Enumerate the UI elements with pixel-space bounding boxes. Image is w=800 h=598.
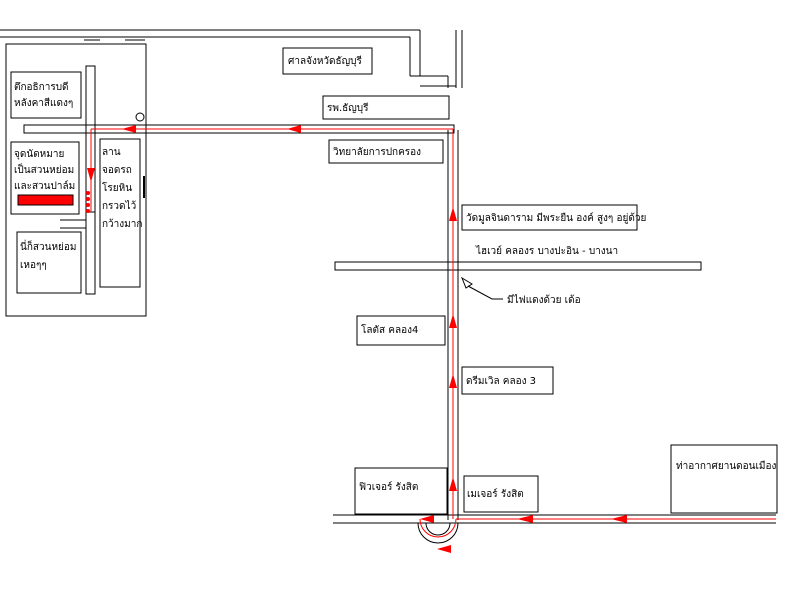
route-arrows xyxy=(87,125,627,553)
admin-building-box xyxy=(10,71,82,119)
meeting-point-label-3: และสวนปาล์ม xyxy=(14,180,75,192)
parking-label-4: กรวดไว้ xyxy=(102,200,136,212)
parking-box xyxy=(99,138,141,288)
garden-box xyxy=(16,231,82,294)
garden-label-1: นี่ก็สวนหย่อม xyxy=(20,239,77,253)
temple-label: วัดมูลจินดาราม มีพระยืน องค์ สูงๆ อยู่ด้… xyxy=(466,212,646,224)
arrow-left-icon xyxy=(517,515,533,523)
arrow-up-icon xyxy=(449,314,457,328)
college-label: วิทยาลัยการปกครอง xyxy=(333,147,422,158)
lotus-box xyxy=(356,315,446,346)
arrow-left-icon xyxy=(420,515,434,523)
parking-label-1: ลาน xyxy=(102,147,121,158)
arrow-left-icon xyxy=(122,125,136,133)
arrow-down-icon xyxy=(87,168,95,182)
lotus-label: โลตัส คลอง4 xyxy=(361,323,418,336)
meeting-point-label-1: จุดนัดหมาย xyxy=(14,149,64,160)
meeting-point-marker xyxy=(17,194,74,206)
campus-road xyxy=(23,65,455,295)
parking-label-5: กว้างมาก xyxy=(102,218,142,230)
college-box xyxy=(328,139,444,164)
route-dots xyxy=(86,191,90,213)
meeting-point-label-2: เป็นสวนหย่อม xyxy=(14,162,74,176)
traffic-light-label: มีไฟแดงด้วย เด้อ xyxy=(507,294,581,306)
hospital-label: รพ.ธัญบุรี xyxy=(327,102,369,114)
temple-box xyxy=(461,204,638,231)
highway-road xyxy=(334,261,702,271)
traffic-light-pointer xyxy=(460,276,503,300)
arrow-up-icon xyxy=(449,207,457,221)
major-label: เมเจอร์ รังสิต xyxy=(467,488,524,500)
arrow-up-icon xyxy=(449,374,457,388)
major-box xyxy=(463,475,539,513)
garden-label-2: เหอๆๆ xyxy=(20,260,47,271)
courthouse-box xyxy=(282,47,373,75)
admin-building-label-1: ตึกอธิการบดี xyxy=(14,81,69,93)
hospital-box xyxy=(322,95,450,120)
future-label: ฟิวเจอร์ รังสิต xyxy=(359,481,418,493)
dreamwell-label: ดรีมเวิล คลอง 3 xyxy=(466,375,536,387)
campus-outline xyxy=(0,29,463,317)
dreamwell-box xyxy=(461,366,554,395)
arrow-left-icon xyxy=(437,545,451,553)
arrow-left-icon xyxy=(611,515,627,523)
future-box xyxy=(354,467,448,515)
highway-label: ไฮเวย์ คลองร บางปะอิน - บางนา xyxy=(475,245,618,257)
bottom-road xyxy=(333,514,776,544)
courthouse-label: ศาลจังหวัดธัญบุรี xyxy=(288,55,363,67)
parking-label-3: โรยหิน xyxy=(102,181,132,194)
parking-label-2: จอดรถ xyxy=(102,165,132,176)
airport-label: ท่าอากาศยานดอนเมือง xyxy=(676,460,777,472)
main-road xyxy=(447,130,459,520)
admin-building-label-2: หลังคาสีแดงๆ xyxy=(14,97,73,109)
arrow-up-icon xyxy=(449,477,457,491)
arrow-left-icon xyxy=(287,125,301,133)
airport-box xyxy=(670,444,778,514)
